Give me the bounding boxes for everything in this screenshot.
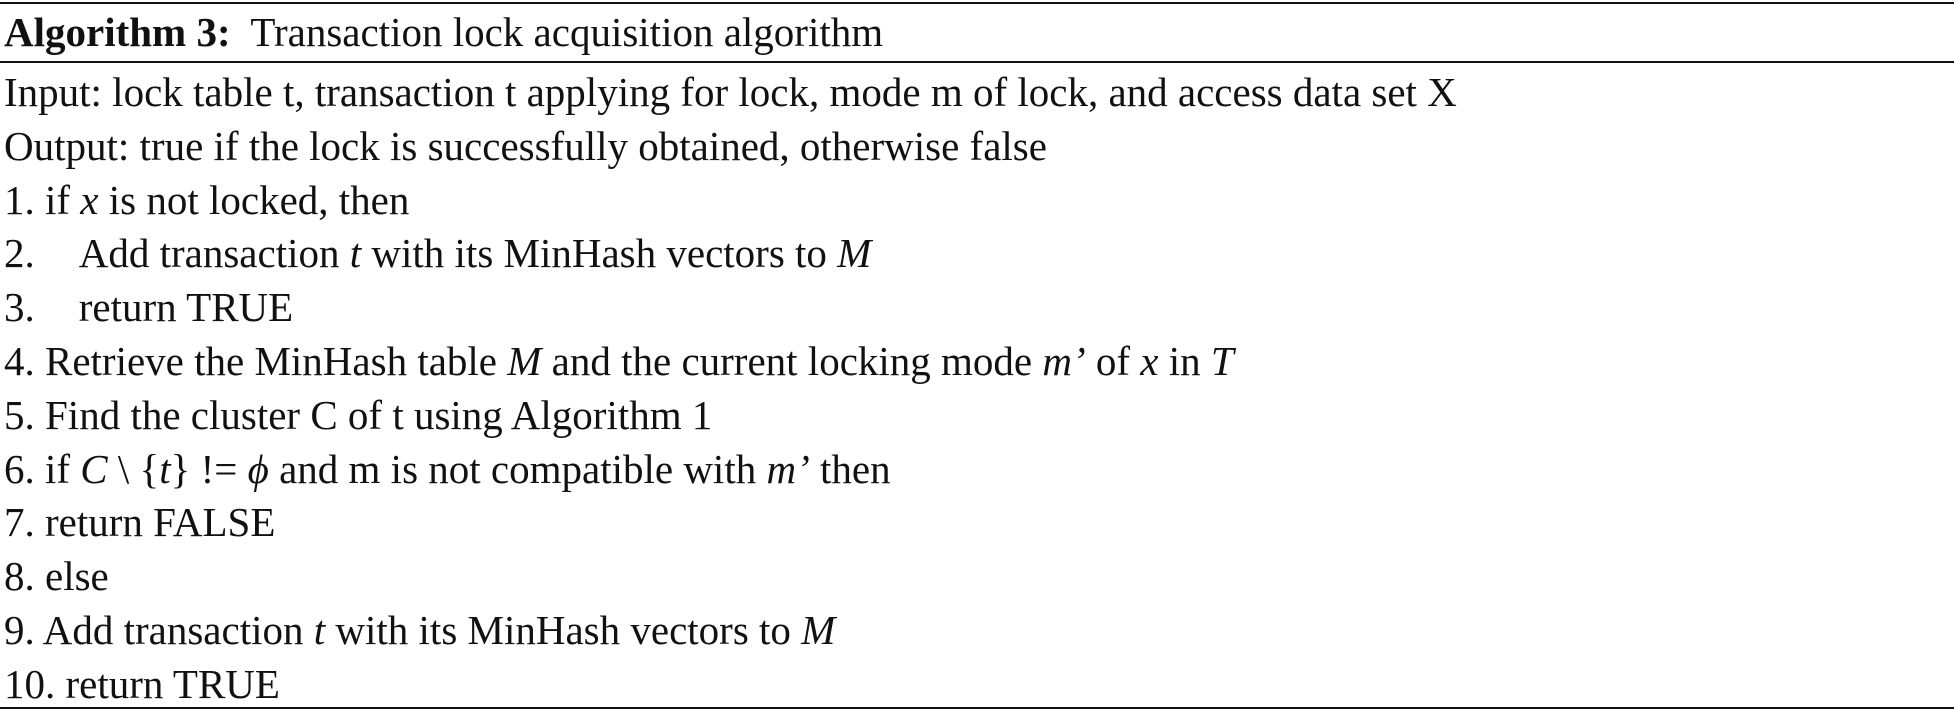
input-text: Input: lock table t, transaction t apply… — [4, 69, 1457, 115]
step-9: 9. Add transaction t with its MinHash ve… — [4, 604, 1944, 658]
step-6: 6. if C \ {t} != ϕ and m is not compatib… — [4, 443, 1944, 497]
step-text: with its MinHash vectors to — [325, 606, 802, 653]
step-text: with its MinHash vectors to — [361, 230, 838, 277]
var-t: t — [349, 230, 362, 277]
step-number: 4. — [4, 337, 35, 384]
algorithm-title-text: Transaction lock acquisition algorithm — [250, 9, 884, 55]
algorithm-title: Algorithm 3: Transaction lock acquisitio… — [4, 4, 883, 60]
header-rule — [0, 61, 1954, 63]
algorithm-body: Input: lock table t, transaction t apply… — [4, 66, 1944, 712]
var-t: t — [159, 445, 171, 492]
var-phi: ϕ — [247, 445, 269, 492]
step-3: 3. return TRUE — [4, 281, 1944, 335]
step-number: 6. — [4, 445, 35, 492]
step-text: return TRUE — [78, 284, 294, 331]
step-number: 5. — [4, 391, 35, 438]
step-number: 2. — [4, 230, 35, 277]
var-M: M — [801, 606, 836, 653]
step-number: 9. — [4, 606, 35, 653]
var-x: x — [80, 176, 99, 223]
step-text: if — [45, 176, 81, 223]
step-text: and the current locking mode — [541, 337, 1043, 384]
step-4: 4. Retrieve the MinHash table M and the … — [4, 335, 1944, 389]
step-text: Add transaction — [78, 230, 350, 277]
step-text: is not locked, then — [98, 176, 410, 223]
var-m-prime: m’ — [766, 445, 810, 492]
step-number: 10. — [4, 660, 56, 707]
step-text: and m is not compatible with — [268, 445, 767, 492]
step-number: 7. — [4, 499, 35, 546]
algorithm-label: Algorithm 3: — [4, 9, 231, 55]
step-1: 1. if x is not locked, then — [4, 174, 1944, 228]
input-line: Input: lock table t, transaction t apply… — [4, 66, 1944, 120]
var-m-prime: m’ — [1042, 337, 1086, 384]
var-t: t — [313, 606, 326, 653]
step-text: Find the cluster C of t using Algorithm … — [45, 391, 713, 438]
step-text: else — [45, 553, 109, 600]
step-number: 1. — [4, 176, 35, 223]
step-text: in — [1158, 337, 1211, 384]
top-rule — [0, 2, 1954, 4]
step-number: 8. — [4, 553, 35, 600]
var-M: M — [837, 230, 872, 277]
step-text: Add transaction — [42, 606, 314, 653]
output-line: Output: true if the lock is successfully… — [4, 120, 1944, 174]
step-text: then — [809, 445, 891, 492]
step-text: if — [45, 445, 81, 492]
step-number: 3. — [4, 284, 35, 331]
output-text: Output: true if the lock is successfully… — [4, 122, 1047, 169]
bottom-rule — [0, 707, 1954, 709]
var-C: C — [80, 445, 108, 492]
set-close: } != — [170, 445, 248, 492]
step-5: 5. Find the cluster C of t using Algorit… — [4, 389, 1944, 443]
var-x: x — [1140, 337, 1159, 384]
step-8: 8. else — [4, 550, 1944, 604]
step-10: 10. return TRUE — [4, 658, 1944, 712]
step-7: 7. return FALSE — [4, 496, 1944, 550]
var-M: M — [507, 337, 542, 384]
set-minus: \ { — [107, 445, 160, 492]
step-text: return FALSE — [45, 499, 276, 546]
step-text: of — [1085, 337, 1141, 384]
step-2: 2. Add transaction t with its MinHash vec… — [4, 227, 1944, 281]
step-text: return TRUE — [65, 660, 280, 707]
step-text: Retrieve the MinHash table — [45, 337, 508, 384]
var-T: T — [1210, 337, 1234, 384]
